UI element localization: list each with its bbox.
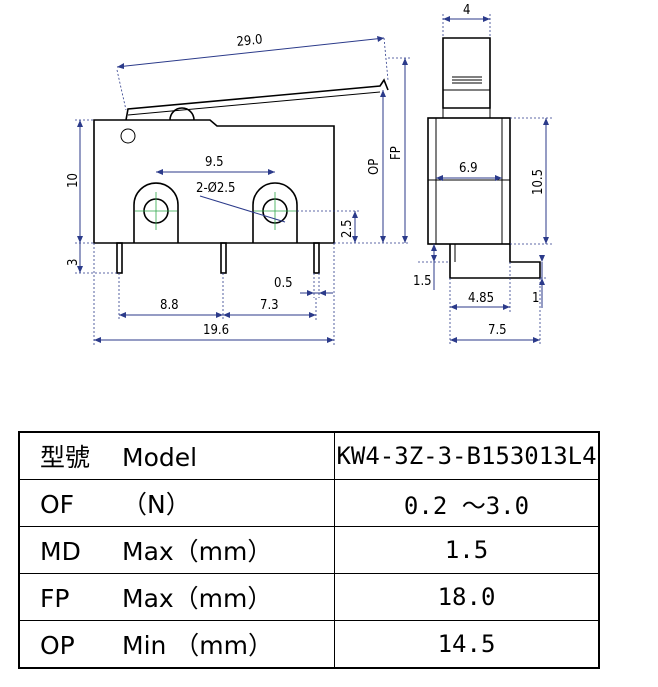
label-unit: Min （mm） <box>122 631 274 660</box>
dim-left-pitch-label: 8.8 <box>160 298 179 313</box>
dim-lever-length-label: 29.0 <box>236 32 263 50</box>
side-terminal <box>449 244 541 279</box>
dim-side-height-label: 10.5 <box>531 169 546 195</box>
row-value: KW4-3Z-3-B153013L4 <box>334 431 600 480</box>
dim-hole-dia-label: 2-Ø2.5 <box>196 181 235 196</box>
technical-drawing: 29.0 OP FP 10 3 9.5 2-Ø2.5 2.5 0.5 <box>66 3 552 345</box>
dim-terminal-thickness-label: 0.5 <box>274 276 293 291</box>
dim-fp-label: FP <box>389 146 404 160</box>
dim-right-pitch-label: 7.3 <box>260 298 279 313</box>
dim-hole-height-label: 2.5 <box>340 219 355 238</box>
side-view: 4 6.9 10.5 1.5 4.85 1 7.5 <box>413 3 552 345</box>
side-body <box>427 117 511 245</box>
dimension-arrows <box>77 16 549 343</box>
row-label: 型號 Model <box>18 431 335 480</box>
label-unit: Model <box>122 443 198 472</box>
dim-body-height-label: 10 <box>66 173 81 188</box>
label-key: OF <box>40 490 75 519</box>
spec-table: 型號 Model KW4-3Z-3-B153013L4 OF （N） 0.2 ～3.… <box>18 431 600 669</box>
dim-hole-spacing-label: 9.5 <box>205 155 224 170</box>
terminal-middle <box>220 242 227 274</box>
lever-roller <box>169 107 195 121</box>
lever-arm <box>125 78 389 121</box>
dim-lever-length <box>116 37 385 68</box>
dim-inner-width-label: 6.9 <box>459 161 478 176</box>
label-key: 型號 <box>40 443 91 472</box>
row-value: 18.0 <box>334 573 600 621</box>
label-unit: Max（mm） <box>122 537 273 566</box>
row-label: MD Max（mm） <box>18 526 335 574</box>
mounting-boss-right <box>252 182 298 243</box>
dim-terminal-length-label: 3 <box>66 259 81 266</box>
pivot-hole <box>120 128 136 144</box>
dim-terminal-offset-label: 1.5 <box>413 274 432 289</box>
dim-terminal-thick-label: 1 <box>532 291 539 306</box>
table-row: FP Max（mm） 18.0 <box>18 573 600 621</box>
row-label: OF （N） <box>18 479 335 527</box>
terminal-left <box>116 242 123 274</box>
row-value: 1.5 <box>334 526 600 574</box>
label-key: OP <box>40 631 75 660</box>
dim-top-width-label: 4 <box>463 3 470 18</box>
label-key: FP <box>40 584 70 613</box>
front-view: 29.0 OP FP 10 3 9.5 2-Ø2.5 2.5 0.5 <box>66 32 410 345</box>
row-value: 14.5 <box>334 620 600 669</box>
actuator-block <box>442 37 491 109</box>
dim-hole-leader <box>199 195 286 223</box>
row-label: FP Max（mm） <box>18 573 335 621</box>
label-key: MD <box>40 537 81 566</box>
dim-op-label: OP <box>367 159 382 175</box>
table-row: OP Min （mm） 14.5 <box>18 620 600 669</box>
table-row: 型號 Model KW4-3Z-3-B153013L4 <box>18 431 600 480</box>
table-row: MD Max（mm） 1.5 <box>18 526 600 574</box>
mounting-boss-left <box>133 182 179 243</box>
dim-body-length-label: 19.6 <box>203 323 229 338</box>
label-unit: （N） <box>122 490 191 519</box>
row-label: OP Min （mm） <box>18 620 335 669</box>
label-unit: Max（mm） <box>122 584 273 613</box>
dim-total-width-label: 7.5 <box>488 323 507 338</box>
row-value: 0.2 ～3.0 <box>334 479 600 527</box>
table-row: OF （N） 0.2 ～3.0 <box>18 479 600 527</box>
terminal-right <box>313 242 320 274</box>
dim-terminal-pos-label: 4.85 <box>468 291 494 306</box>
